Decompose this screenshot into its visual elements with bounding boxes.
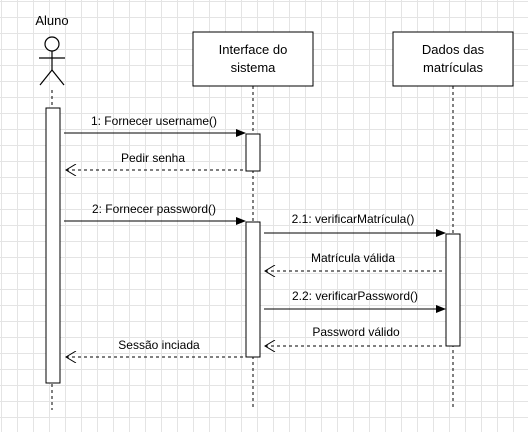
message-label: 2.1: verificarMatrícula() xyxy=(292,212,415,226)
message-label: Matrícula válida xyxy=(311,251,395,265)
message-password-valido[interactable]: Password válido xyxy=(265,325,444,346)
activation-interface-2[interactable] xyxy=(245,221,261,358)
message-label: Password válido xyxy=(312,325,400,339)
message-label: 2: Fornecer password() xyxy=(92,202,216,216)
message-fornecer-password[interactable]: 2: Fornecer password() xyxy=(64,202,246,225)
message-matricula-valida[interactable]: Matrícula válida xyxy=(265,251,444,271)
activation-aluno[interactable] xyxy=(45,107,61,384)
actor-label: Aluno xyxy=(35,13,68,28)
participant-dados-matriculas[interactable]: Dados das matrículas xyxy=(392,31,514,87)
message-verificar-password[interactable]: 2.2: verificarPassword() xyxy=(264,289,446,313)
participant-label-line1: Interface do xyxy=(219,42,288,57)
activation-interface-1[interactable] xyxy=(245,133,261,172)
message-label: Sessão inciada xyxy=(118,338,200,352)
message-label: Pedir senha xyxy=(121,151,185,165)
participant-interface-sistema[interactable]: Interface do sistema xyxy=(192,31,314,87)
activation-dados[interactable] xyxy=(445,233,461,347)
message-label: 2.2: verificarPassword() xyxy=(292,289,418,303)
message-pedir-senha[interactable]: Pedir senha xyxy=(66,151,245,170)
participant-label-line2: matrículas xyxy=(423,60,483,75)
message-label: 1: Fornecer username() xyxy=(91,114,217,128)
message-verificar-matricula[interactable]: 2.1: verificarMatrícula() xyxy=(264,212,446,237)
message-sessao-iniciada[interactable]: Sessão inciada xyxy=(66,338,245,357)
actor-aluno[interactable]: Aluno xyxy=(35,13,69,86)
participant-label-line1: Dados das xyxy=(422,42,485,57)
message-fornecer-username[interactable]: 1: Fornecer username() xyxy=(64,114,246,137)
stick-figure-icon xyxy=(39,36,65,86)
participant-label-line2: sistema xyxy=(231,60,277,75)
